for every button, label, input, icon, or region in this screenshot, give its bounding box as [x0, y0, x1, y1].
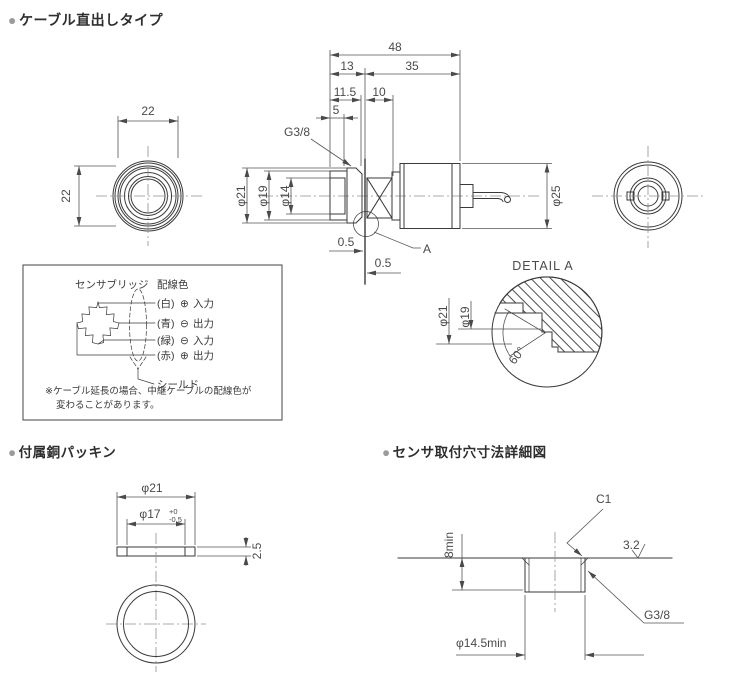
dim-front-length: 13 — [340, 59, 354, 73]
shield-label: シールド — [157, 379, 199, 391]
mounting-geometry — [397, 532, 673, 612]
bullet-icon: ● — [8, 445, 17, 460]
packing-tol-plus: +0 — [169, 507, 178, 516]
sensor-bridge-symbol — [76, 301, 120, 345]
mounting-thread: G3/8 — [644, 608, 670, 622]
mounting-dimensions: 8min C1 3.2 G3/8 φ14.5min — [442, 492, 684, 660]
side-view-geometry — [262, 158, 540, 285]
section-hatch — [499, 276, 603, 353]
wire4-signal: 出力 — [193, 349, 214, 362]
roughness-icon — [631, 543, 646, 559]
section-title-mounting: ●センサ取付穴寸法詳細図 — [382, 441, 547, 461]
detail-a-view: DETAIL A φ21 φ19 60° — [436, 259, 603, 388]
section-title-packing: ●付属銅パッキン — [8, 441, 116, 461]
detail-dia-inner-label: φ19 — [458, 306, 472, 327]
mounting-hole-view: 8min C1 3.2 G3/8 φ14.5min — [397, 492, 684, 660]
dim-gap-rear: 0.5 — [375, 256, 392, 270]
detail-ref-label: A — [423, 242, 431, 256]
front-view: 22 22 — [59, 104, 202, 246]
wiring-note-line1: ※ケーブル延長の場合、中継ケーブルの配線色が — [45, 385, 252, 397]
wire4-polarity-icon: ⊕ — [180, 350, 189, 362]
dim-overall-length: 48 — [388, 40, 402, 54]
wire4-color: (赤) — [157, 350, 175, 362]
bullet-icon: ● — [8, 12, 17, 28]
dia-thread-label: φ19 — [256, 185, 270, 206]
shield-outline — [129, 288, 147, 362]
dim-front-height: 22 — [59, 189, 73, 203]
wire1-polarity-icon: ⊕ — [180, 298, 189, 310]
wire-lines — [76, 302, 156, 356]
mounting-chamfer: C1 — [596, 492, 612, 506]
wiring-note-line2: 変わることがあります。 — [56, 399, 160, 411]
section-title-mounting-label: センサ取付穴寸法詳細図 — [392, 445, 547, 460]
mounting-depth: 8min — [442, 532, 456, 558]
packing-dia-outer: φ21 — [141, 481, 162, 495]
shield-funnel — [129, 356, 147, 370]
thread-size-label: G3/8 — [284, 125, 310, 139]
detail-dia-outer-label: φ21 — [436, 305, 450, 326]
rear-view — [592, 146, 704, 248]
dim-flat-length: 5 — [333, 103, 340, 117]
wire3-color: (緑) — [157, 334, 175, 347]
front-view-dimensions: 22 22 — [59, 104, 179, 227]
wire1-color: (白) — [157, 297, 175, 310]
section-title-packing-label: 付属銅パッキン — [18, 445, 117, 460]
dim-neck-length: 10 — [372, 85, 386, 99]
wiring-diagram: センサブリッジ 配線色 (白) ⊕ 入力 (青) ⊖ — [22, 264, 283, 421]
detail-angle-label: 60° — [506, 344, 528, 367]
dim-gap-front: 0.5 — [338, 235, 355, 249]
wire3-polarity-icon: ⊖ — [180, 335, 189, 347]
section-title-cable-type-label: ケーブル直出しタイプ — [18, 12, 164, 28]
side-view-dimensions: 48 13 35 11.5 10 5 G3/8 φ21 φ19 φ14 φ25 … — [234, 40, 563, 276]
wire2-signal: 出力 — [193, 317, 214, 330]
packing-view: φ21 φ17 +0 -0.5 2.5 — [106, 481, 264, 672]
front-view-geometry — [96, 146, 202, 246]
bridge-label: センサブリッジ — [75, 278, 149, 291]
wire-color-header: 配線色 — [157, 278, 189, 291]
wire2-color: (青) — [157, 317, 175, 330]
bullet-icon: ● — [382, 445, 391, 460]
packing-geometry — [106, 533, 206, 672]
detail-a-title: DETAIL A — [512, 259, 574, 273]
packing-tol-minus: -0.5 — [169, 515, 182, 524]
dia-hex-label: φ21 — [234, 185, 248, 206]
side-view: 48 13 35 11.5 10 5 G3/8 φ21 φ19 φ14 φ25 … — [234, 40, 563, 285]
dim-thread-length: 11.5 — [334, 85, 357, 99]
dia-bore-label: φ14 — [278, 185, 292, 206]
wire3-signal: 入力 — [193, 334, 214, 347]
wire-labels: (白) ⊕ 入力 (青) ⊖ 出力 (緑) ⊖ 入力 (赤) ⊕ 出力 — [157, 297, 214, 362]
wiring-box-border — [22, 264, 283, 421]
packing-dimensions: φ21 φ17 +0 -0.5 2.5 — [116, 481, 264, 566]
wire1-signal: 入力 — [193, 297, 214, 310]
dia-body-label: φ25 — [549, 185, 563, 206]
dim-rear-length: 35 — [405, 59, 419, 73]
mounting-roughness: 3.2 — [623, 538, 640, 552]
mounting-hole-dia: φ14.5min — [456, 636, 506, 650]
packing-dia-inner: φ17 — [139, 507, 160, 521]
packing-thickness: 2.5 — [250, 542, 264, 559]
wire2-polarity-icon: ⊖ — [180, 318, 189, 330]
section-title-cable-type: ●ケーブル直出しタイプ — [8, 10, 163, 30]
dim-front-width: 22 — [141, 104, 155, 118]
